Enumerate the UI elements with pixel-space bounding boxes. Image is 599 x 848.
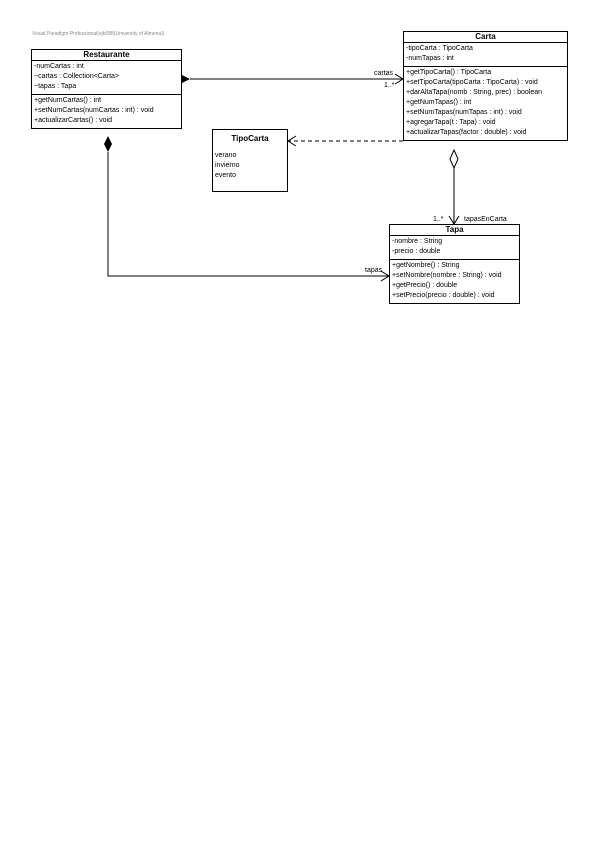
operation: +actualizarCartas() : void [34,117,113,124]
attribute: -nombre : String [392,238,443,245]
class-name: Tapa [390,225,519,236]
operation: +setPrecio(precio : double) : void [392,292,495,299]
tapas-composition-diamond [104,136,112,152]
attribute: -numTapas : int [406,55,454,62]
enum-literal: verano [215,152,237,159]
enum-literal: invierno [215,162,240,169]
operation: +actualizarTapas(factor : double) : void [406,129,527,136]
operation: +getNombre() : String [392,262,460,269]
operation: +setNombre(nombre : String) : void [392,272,502,279]
attributes-compartment: -numCartas : int ~cartas : Collection<Ca… [32,61,181,95]
class-carta[interactable]: Carta -tipoCarta : TipoCarta -numTapas :… [403,31,568,141]
tipocarta-dependency-arrow [287,135,297,147]
attribute: -numCartas : int [34,63,84,70]
operation: +getTipoCarta() : TipoCarta [406,69,492,76]
operation: +getPrecio() : double [392,282,458,289]
attributes-compartment: -tipoCarta : TipoCarta -numTapas : int [404,43,567,67]
class-restaurante[interactable]: Restaurante -numCartas : int ~cartas : C… [31,49,182,129]
cartas-multiplicity-label: 1..* [384,82,395,89]
operation: +agregarTapa(t : Tapa) : void [406,119,496,126]
operation: +getNumCartas() : int [34,97,102,104]
class-name: TipoCarta [231,134,269,143]
operation: +setNumCartas(numCartas : int) : void [34,107,154,114]
class-name: Restaurante [32,50,181,61]
attribute: ~cartas : Collection<Carta> [34,73,120,80]
enum-literal: evento [215,172,237,179]
operation: +getNumTapas() : int [406,99,472,106]
watermark-text: Visual Paradigm Professional(ejb088(Univ… [32,31,165,37]
cartas-role-label: cartas [374,70,394,77]
operations-compartment: +getTipoCarta() : TipoCarta +setTipoCart… [404,67,567,140]
attribute: ~tapas : Tapa [34,83,77,90]
literals-compartment: verano invierno evento [213,150,287,183]
operations-compartment: +getNombre() : String +setNombre(nombre … [390,260,519,303]
operation: +setTipoCarta(tipoCarta : TipoCarta) : v… [406,79,538,86]
operation: +setNumTapas(numTapas : int) : void [406,109,522,116]
class-tapa[interactable]: Tapa -nombre : String -precio : double +… [389,224,520,304]
tapas-role-label: tapas [365,267,383,274]
tapasencarta-multiplicity-label: 1..* [433,216,444,223]
operations-compartment: +getNumCartas() : int +setNumCartas(numC… [32,95,181,128]
attribute: -precio : double [392,248,441,255]
class-name: Carta [404,32,567,43]
operation: +darAltaTapa(nomb : String, prec) : bool… [406,89,542,96]
class-tipocarta[interactable]: TipoCarta verano invierno evento [212,129,288,192]
attributes-compartment: -nombre : String -precio : double [390,236,519,260]
attribute: -tipoCarta : TipoCarta [406,45,473,52]
tapas-association-line[interactable] [107,152,389,277]
tapasencarta-role-label: tapasEnCarta [464,216,507,223]
tapasencarta-aggregation-diamond [449,148,459,170]
